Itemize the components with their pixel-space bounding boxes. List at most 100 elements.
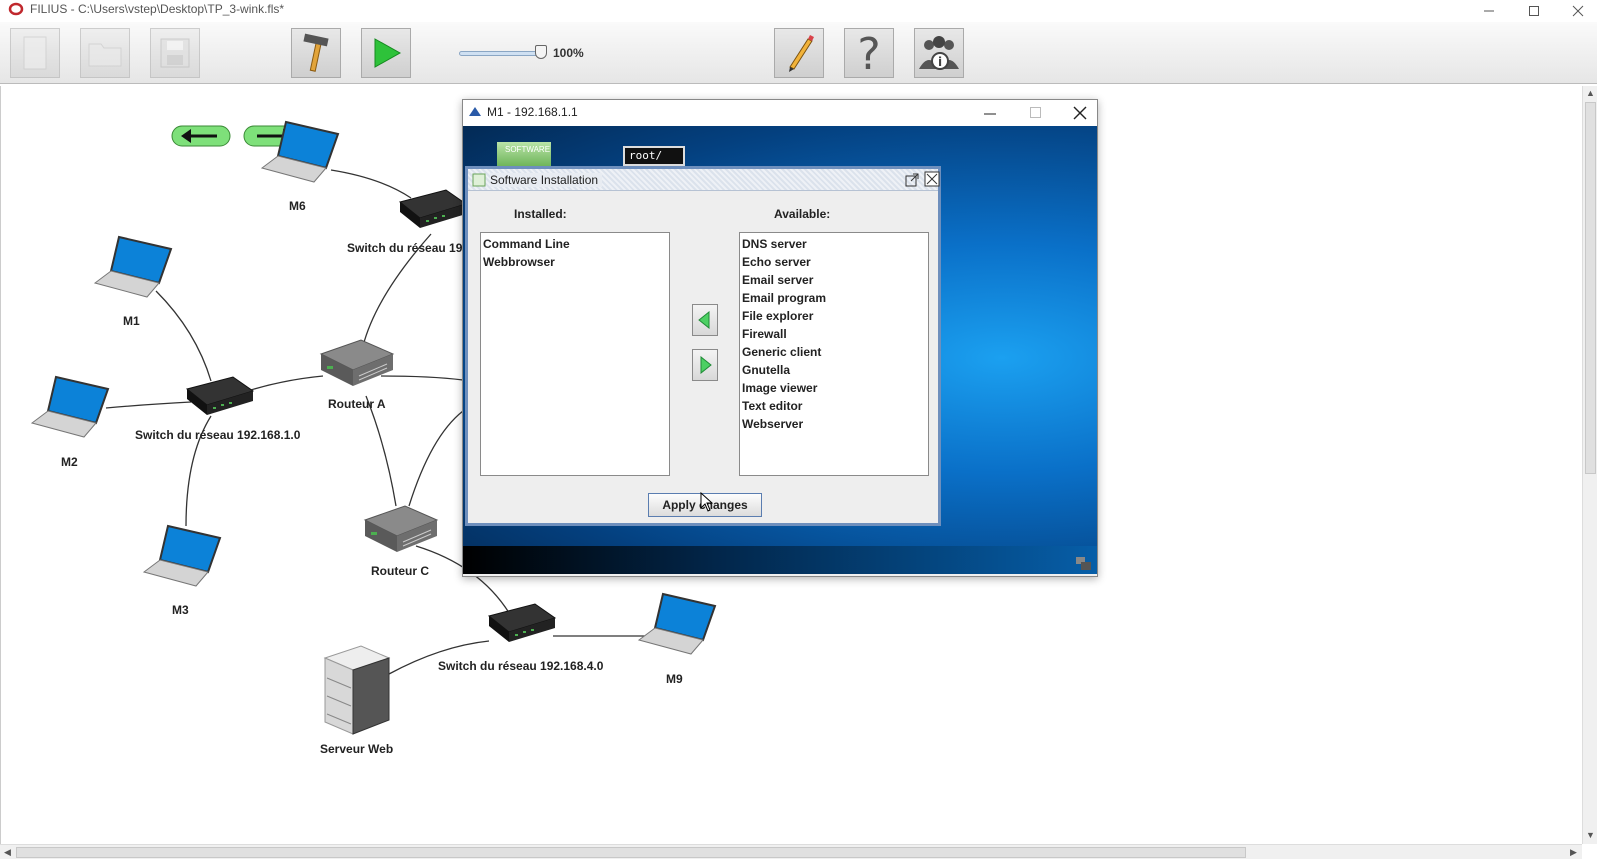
laptop-icon (30, 375, 110, 438)
installed-item-webbrowser[interactable]: Webbrowser (483, 255, 555, 269)
switch-icon (185, 376, 255, 415)
laptop-m9[interactable] (633, 588, 723, 663)
zoom-slider-track[interactable] (459, 51, 539, 56)
router-icon (363, 505, 439, 552)
available-item-image-viewer[interactable]: Image viewer (742, 381, 818, 395)
toolbar: 100% ? i (0, 22, 1597, 84)
installed-label: Installed: (514, 207, 567, 221)
m1-maximize-icon[interactable] (1029, 106, 1043, 120)
switch-19[interactable] (394, 184, 470, 239)
available-item-echo-server[interactable]: Echo server (742, 255, 811, 269)
laptop-m1[interactable] (89, 231, 179, 306)
minimize-button[interactable] (1467, 0, 1511, 22)
scroll-up-icon[interactable]: ▲ (1586, 88, 1595, 98)
open-file-button[interactable] (80, 28, 130, 78)
dialog-close-icon[interactable] (924, 171, 940, 187)
minimize-icon (1484, 10, 1494, 12)
simulation-mode-button[interactable] (361, 28, 411, 78)
about-button[interactable]: i (914, 28, 964, 78)
maximize-icon (1529, 6, 1539, 16)
m1-minimize-icon[interactable] (983, 108, 997, 120)
available-item-gnutella[interactable]: Gnutella (742, 363, 791, 377)
installed-software-list[interactable]: Command Line Webbrowser (480, 232, 670, 476)
horizontal-scrollbar[interactable]: ◀ ▶ (0, 844, 1582, 859)
m1-window-title: M1 - 192.168.1.1 (487, 105, 578, 119)
laptop-icon (142, 524, 222, 587)
pencil-icon (789, 35, 814, 72)
uninstall-software-button[interactable] (692, 349, 718, 381)
scroll-left-icon[interactable]: ◀ (4, 847, 11, 857)
back-arrow-icon[interactable] (171, 125, 231, 147)
new-file-icon (23, 36, 47, 70)
detach-icon[interactable] (904, 172, 920, 188)
m1-window-titlebar[interactable]: M1 - 192.168.1.1 (463, 100, 1097, 126)
available-item-webserver[interactable]: Webserver (742, 417, 804, 431)
available-item-dns-server[interactable]: DNS server (742, 237, 807, 251)
install-software-button[interactable] (692, 304, 718, 336)
installed-item-command-line[interactable]: Command Line (483, 237, 570, 251)
node-label-switch1: Switch du réseau 192.168.1.0 (135, 428, 301, 442)
vertical-scrollbar[interactable]: ▲ ▼ (1582, 86, 1597, 844)
help-button[interactable]: ? (844, 28, 894, 78)
available-label: Available: (774, 207, 831, 221)
info-people-icon: i (919, 36, 959, 70)
switch-icon (398, 189, 468, 228)
svg-text:?: ? (857, 31, 880, 75)
node-label-m9: M9 (666, 672, 683, 686)
switch-icon (487, 603, 557, 642)
design-mode-button[interactable] (291, 28, 341, 78)
available-item-file-explorer[interactable]: File explorer (742, 309, 814, 323)
laptop-m3[interactable] (138, 520, 228, 595)
software-dialog-icon (472, 173, 486, 187)
laptop-icon (93, 235, 173, 298)
close-button[interactable] (1556, 0, 1597, 22)
laptop-icon (637, 592, 717, 655)
available-software-list[interactable]: DNS server Echo server Email server Emai… (739, 232, 929, 476)
available-item-text-editor[interactable]: Text editor (742, 399, 803, 413)
scroll-right-icon[interactable]: ▶ (1570, 847, 1577, 857)
mouse-cursor-icon (700, 492, 714, 512)
play-icon (374, 38, 402, 68)
hammer-icon (303, 33, 329, 72)
laptop-m6[interactable] (256, 116, 346, 191)
software-installer-icon[interactable]: SOFTWARE (497, 142, 551, 166)
scroll-down-icon[interactable]: ▼ (1586, 830, 1595, 840)
m1-taskbar (463, 546, 1097, 574)
serveur-web[interactable] (321, 644, 393, 741)
horizontal-scroll-thumb[interactable] (16, 847, 1246, 858)
maximize-button[interactable] (1512, 0, 1556, 22)
available-item-generic-client[interactable]: Generic client (742, 345, 822, 359)
routeur-c[interactable] (361, 502, 441, 563)
laptop-icon (260, 120, 340, 183)
node-label-serveur-web: Serveur Web (320, 742, 394, 756)
dialog-titlebar[interactable]: Software Installation (468, 169, 940, 191)
edit-button[interactable] (774, 28, 824, 78)
switch-192-168-1-0[interactable] (181, 371, 257, 426)
resize-grip-icon[interactable] (1075, 556, 1093, 572)
vertical-scroll-thumb[interactable] (1585, 102, 1596, 474)
available-item-firewall[interactable]: Firewall (742, 327, 787, 341)
zoom-slider-thumb[interactable] (535, 45, 547, 59)
available-item-email-server[interactable]: Email server (742, 273, 814, 287)
routeur-a[interactable] (317, 336, 397, 397)
router-icon (319, 339, 395, 386)
zoom-level-label: 100% (553, 46, 584, 60)
node-label-routeur-a: Routeur A (328, 397, 386, 411)
laptop-m2[interactable] (26, 371, 116, 446)
node-label-switch19: Switch du réseau 19 (347, 241, 463, 255)
save-button[interactable] (150, 28, 200, 78)
network-links (105, 169, 651, 675)
software-installation-dialog[interactable]: Software Installation Installed: Availab… (465, 166, 941, 526)
dialog-title: Software Installation (490, 173, 603, 187)
arrow-right-icon (700, 356, 712, 374)
question-mark-icon: ? (857, 31, 880, 75)
available-item-email-program[interactable]: Email program (742, 291, 827, 305)
new-file-button[interactable] (10, 28, 60, 78)
open-folder-icon (88, 43, 122, 67)
node-label-m1: M1 (123, 314, 140, 328)
switch-192-168-4-0[interactable] (483, 598, 559, 653)
m1-close-icon[interactable] (1073, 106, 1087, 120)
terminal-icon[interactable]: root/ (623, 146, 685, 166)
node-label-m2: M2 (61, 455, 78, 469)
server-icon (323, 645, 391, 735)
